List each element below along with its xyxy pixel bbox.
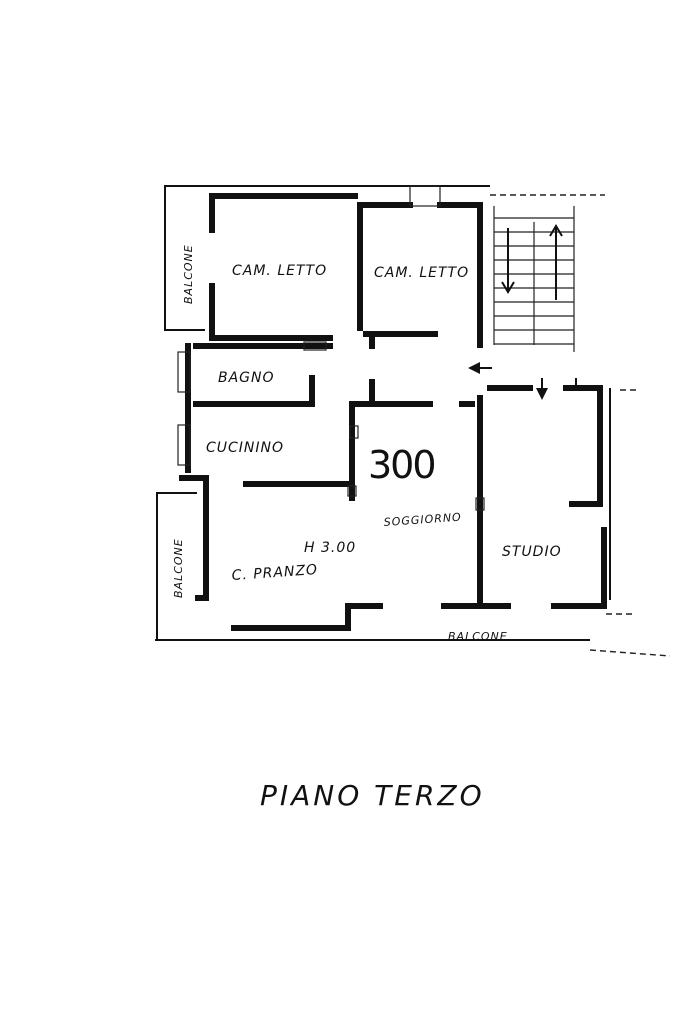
room-label-cucinino: CUCININO	[206, 440, 284, 456]
arrow-down-icon	[536, 388, 548, 400]
windows	[177, 185, 485, 511]
walls	[179, 193, 636, 631]
room-label-c-pranzo: C. PRANZO	[231, 562, 318, 584]
room-label-studio: STUDIO	[502, 544, 562, 560]
room-label-bagno: BAGNO	[218, 370, 275, 386]
arrow-left-icon	[468, 362, 480, 374]
staircase	[493, 206, 575, 352]
balcony-outlines	[155, 185, 671, 657]
area-number: 300	[368, 443, 435, 487]
ceiling-height-label: H 3.00	[304, 540, 356, 556]
room-label-soggiorno: SOGGIORNO	[383, 511, 462, 529]
entrance-arrows	[468, 362, 548, 400]
balcony-label-top-left: BALCONE	[182, 244, 195, 304]
room-label-cam-letto-1: CAM. LETTO	[232, 263, 327, 279]
balcony-label-bottom: BALCONE	[448, 630, 508, 643]
floor-title: PIANO TERZO	[260, 779, 485, 812]
balcony-label-bottom-left: BALCONE	[172, 538, 185, 598]
room-label-cam-letto-2: CAM. LETTO	[374, 265, 469, 281]
